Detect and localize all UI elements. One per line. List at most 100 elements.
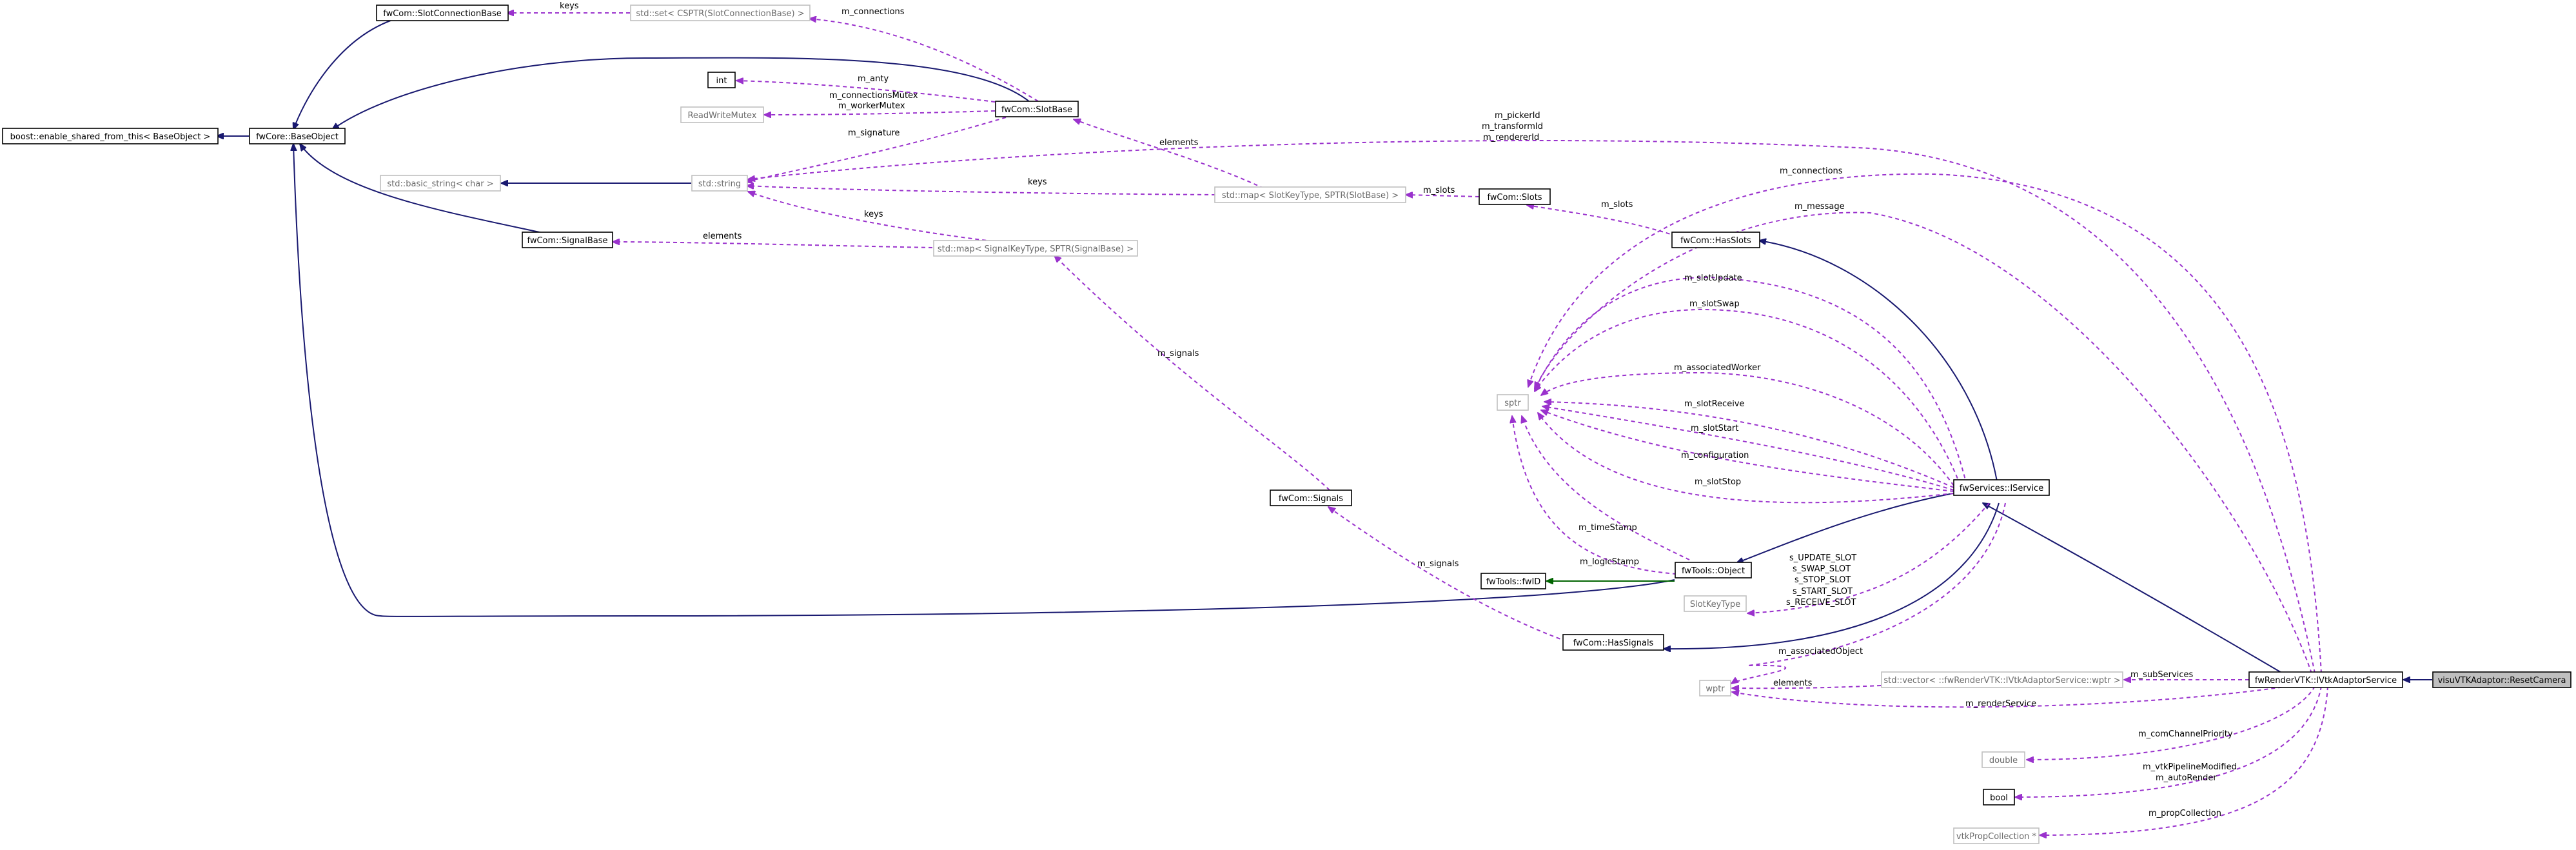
node-vtk-adaptor-service[interactable]: fwRenderVTK::IVtkAdaptorService	[2248, 671, 2403, 688]
edge-label: elements	[1159, 138, 1199, 148]
edge-label: keys	[560, 1, 579, 11]
edge-label: elements	[1773, 678, 1813, 688]
edge-iservice-hassignals	[1664, 502, 2000, 649]
edge-label: keys	[864, 210, 883, 219]
edge-label: m_associatedWorker	[1674, 363, 1761, 373]
node-label: ReadWriteMutex	[687, 111, 756, 121]
node-set-csptr[interactable]: std::set< CSPTR(SlotConnectionBase) >	[630, 5, 811, 21]
node-label: fwTools::Object	[1682, 566, 1745, 576]
edge-iservice-slotkeytype	[1747, 502, 1990, 613]
edge-label: m_configuration	[1681, 451, 1749, 460]
edge-label: m_associatedObject	[1778, 647, 1863, 657]
node-label: std::basic_string< char >	[387, 179, 493, 189]
node-label: fwCom::HasSlots	[1680, 236, 1751, 246]
edge-label: s_RECEIVE_SLOT	[1786, 598, 1856, 608]
node-signals[interactable]: fwCom::Signals	[1270, 489, 1352, 506]
edge-label: m_timeStamp	[1578, 523, 1637, 533]
node-label: std::string	[698, 179, 741, 189]
edge-slotbase-readwritemutex	[764, 110, 996, 115]
node-label: std::map< SignalKeyType, SPTR(SignalBase…	[938, 244, 1134, 254]
edge-label: m_connectionsMutex	[829, 91, 918, 101]
node-bool[interactable]: bool	[1983, 789, 2015, 806]
edge-label: m_comChannelPriority	[2138, 729, 2233, 739]
edge-label: m_propCollection	[2148, 809, 2221, 818]
edge-mapslot-slotbase	[1074, 119, 1264, 189]
edge-fwtoolsobject-sptr-logicstamp	[1512, 416, 1677, 575]
node-reset-camera[interactable]: visuVTKAdaptor::ResetCamera	[2432, 671, 2571, 688]
node-has-slots[interactable]: fwCom::HasSlots	[1671, 232, 1760, 248]
edge-slotbase-baseobject	[332, 57, 1030, 130]
node-vtk-prop-collection[interactable]: vtkPropCollection *	[1953, 827, 2040, 844]
edge-mapsignal-signalbase	[613, 242, 933, 248]
node-slot-connection-base[interactable]: fwCom::SlotConnectionBase	[376, 5, 509, 21]
node-label: boost::enable_shared_from_this< BaseObje…	[10, 132, 211, 142]
edge-label: s_UPDATE_SLOT	[1789, 553, 1856, 563]
node-basic-string[interactable]: std::basic_string< char >	[380, 175, 501, 192]
node-fwtools-object[interactable]: fwTools::Object	[1675, 562, 1752, 578]
edge-vtkadaptor-iservice	[1983, 503, 2283, 674]
node-sptr[interactable]: sptr	[1497, 394, 1529, 411]
edge-label: m_rendererId	[1483, 133, 1539, 143]
edge-slotbase-stdstring	[745, 117, 1007, 182]
edge-mapslot-stdstring	[747, 186, 1216, 195]
edge-vtkadaptor-double	[2027, 686, 2315, 760]
node-label: visuVTKAdaptor::ResetCamera	[2438, 676, 2566, 686]
node-base-object[interactable]: fwCore::BaseObject	[249, 128, 346, 144]
node-double[interactable]: double	[1981, 751, 2025, 768]
node-signal-base[interactable]: fwCom::SignalBase	[522, 232, 613, 248]
node-label: fwCore::BaseObject	[256, 132, 339, 142]
edge-iservice-sptr-swap	[1535, 308, 1961, 486]
node-read-write-mutex[interactable]: ReadWriteMutex	[680, 106, 764, 123]
edge-label: m_message	[1794, 202, 1845, 212]
edge-label: keys	[1028, 177, 1047, 187]
edge-label: m_slots	[1423, 186, 1455, 195]
node-label: bool	[1990, 793, 2008, 803]
edge-iservice-sptr-receive	[1544, 402, 1954, 488]
edge-slotconnectionbase-baseobject	[293, 18, 397, 130]
edge-vtkadaptor-bool	[2015, 686, 2322, 797]
node-label: fwCom::Signals	[1279, 494, 1343, 504]
nodes: fwCom::SlotConnectionBase std::set< CSPT…	[2, 5, 2571, 844]
edge-label: m_renderService	[1965, 699, 2036, 709]
node-enable-shared[interactable]: boost::enable_shared_from_this< BaseObje…	[2, 128, 219, 144]
node-map-signal[interactable]: std::map< SignalKeyType, SPTR(SignalBase…	[933, 240, 1138, 257]
edge-label: m_signals	[1417, 559, 1459, 569]
edge-iservice-sptr-worker	[1541, 371, 1954, 486]
edge-label: m_slots	[1601, 200, 1633, 210]
node-int[interactable]: int	[707, 72, 736, 88]
node-label: std::map< SlotKeyType, SPTR(SlotBase) >	[1222, 191, 1399, 201]
edge-iservice-sptr-config	[1541, 410, 1954, 492]
node-slot-key-type[interactable]: SlotKeyType	[1684, 595, 1747, 612]
edge-label: m_subServices	[2130, 670, 2193, 680]
node-label: int	[716, 76, 727, 86]
node-iservice[interactable]: fwServices::IService	[1953, 479, 2050, 496]
node-label: fwTools::fwID	[1486, 577, 1541, 587]
edge-vtkadaptor-stdstring	[748, 140, 2315, 674]
edge-label: s_STOP_SLOT	[1794, 575, 1851, 585]
node-slot-base[interactable]: fwCom::SlotBase	[995, 101, 1079, 117]
node-label: sptr	[1504, 399, 1521, 408]
node-label: fwCom::HasSignals	[1573, 638, 1654, 648]
edge-label: m_slotStart	[1691, 424, 1738, 433]
node-std-string[interactable]: std::string	[691, 175, 748, 192]
node-vector-wptr[interactable]: std::vector< ::fwRenderVTK::IVtkAdaptorS…	[1881, 671, 2123, 688]
edge-label: m_transformId	[1482, 122, 1543, 132]
edge-iservice-fwtoolsobject	[1736, 493, 1954, 563]
node-map-slot[interactable]: std::map< SlotKeyType, SPTR(SlotBase) >	[1214, 186, 1406, 203]
node-slots[interactable]: fwCom::Slots	[1479, 188, 1551, 205]
edge-label: m_slotReceive	[1684, 399, 1745, 409]
edge-label: m_anty	[858, 74, 889, 84]
node-fwid[interactable]: fwTools::fwID	[1480, 573, 1546, 589]
edge-signalbase-baseobject	[300, 144, 552, 235]
node-label: wptr	[1706, 684, 1725, 694]
edge-label: m_slotStop	[1695, 477, 1741, 487]
edge-vtkadaptor-sptr-connections	[1528, 173, 2322, 674]
edge-label: s_SWAP_SLOT	[1793, 564, 1851, 574]
node-label: fwCom::Slots	[1487, 193, 1542, 203]
node-has-signals[interactable]: fwCom::HasSignals	[1562, 634, 1664, 651]
edge-label: m_signals	[1157, 349, 1199, 359]
node-label: double	[1989, 756, 2018, 766]
edge-label: m_signature	[848, 128, 900, 138]
node-wptr[interactable]: wptr	[1699, 680, 1731, 697]
